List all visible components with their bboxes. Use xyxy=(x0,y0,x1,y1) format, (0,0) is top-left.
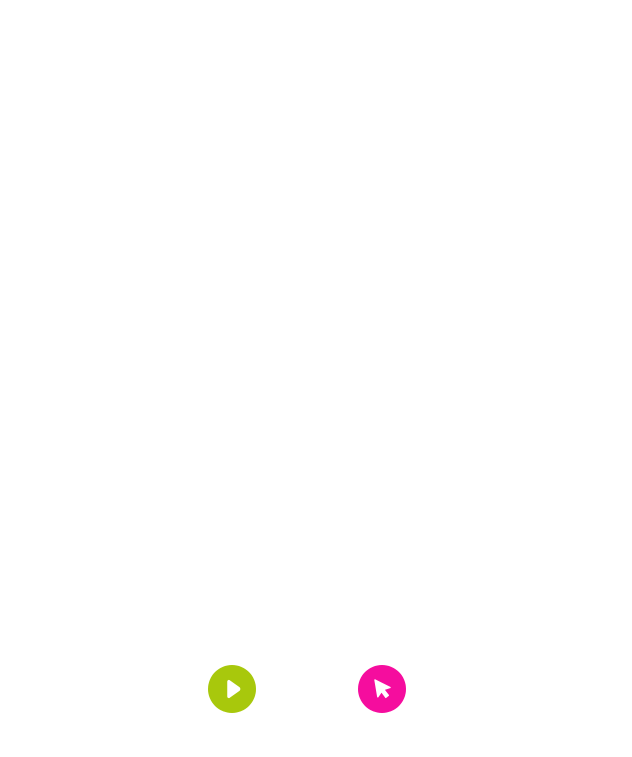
bottom-controls xyxy=(0,640,632,757)
blank-content-area xyxy=(0,0,632,640)
pointer-button[interactable] xyxy=(358,665,406,713)
play-button[interactable] xyxy=(208,665,256,713)
play-icon xyxy=(227,679,241,699)
pointer-icon xyxy=(374,679,391,699)
